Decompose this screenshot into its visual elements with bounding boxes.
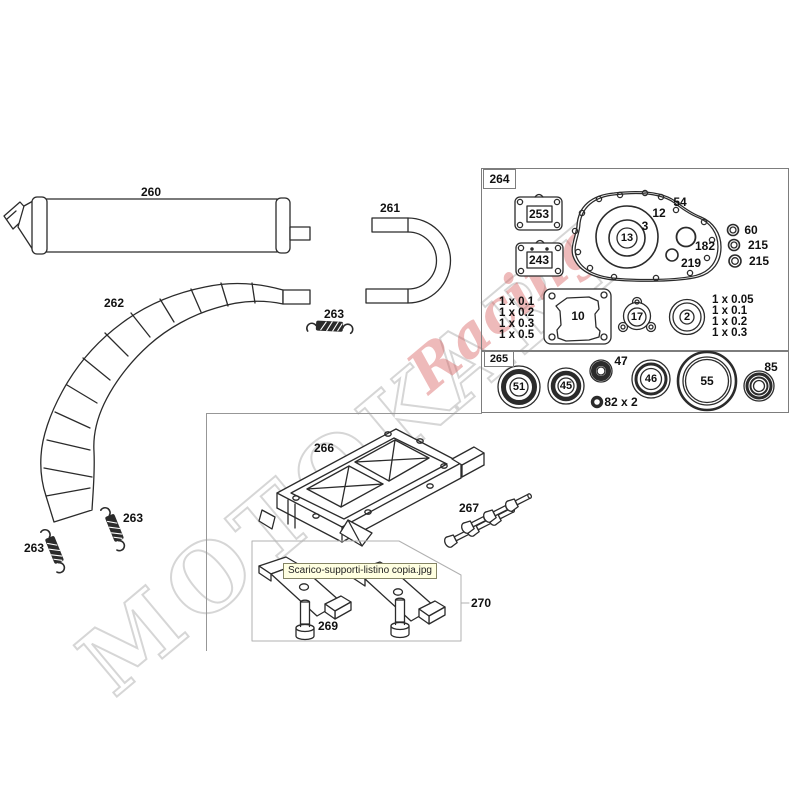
label-mount: 266 — [313, 441, 335, 455]
label-3: 3 — [641, 219, 649, 233]
label-182: 182 — [694, 239, 716, 253]
mount-plate-drawing — [258, 428, 485, 547]
dim-line: 1 x 0.2 — [499, 307, 535, 319]
spring-left — [39, 526, 69, 575]
label-47: 47 — [614, 354, 628, 368]
label-45: 45 — [559, 380, 573, 392]
silencer-drawing — [3, 196, 311, 255]
bracket-subsection-box — [251, 540, 470, 642]
seal-47-drawing — [589, 359, 613, 383]
label-brackets: 270 — [470, 596, 492, 610]
seal-51-drawing — [497, 365, 541, 409]
cylinder-gasket-thicknesses: 1 x 0.1 1 x 0.2 1 x 0.3 1 x 0.5 — [499, 296, 535, 341]
dim-line: 1 x 0.05 — [712, 294, 754, 306]
label-85: 85 — [764, 360, 778, 374]
label-spring-left: 263 — [23, 541, 45, 555]
seal-55-drawing — [676, 350, 738, 412]
label-219: 219 — [680, 256, 702, 270]
mount-section-box — [206, 413, 482, 651]
label-13: 13 — [620, 232, 634, 244]
screw-set-drawing — [442, 489, 535, 550]
seal-45-drawing — [547, 367, 585, 405]
seal-46-drawing — [631, 359, 671, 399]
label-215b: 215 — [748, 254, 770, 268]
label-10: 10 — [571, 309, 585, 323]
small-rings-drawing — [726, 223, 742, 268]
dim-line: 1 x 0.5 — [499, 329, 535, 341]
seal-kit-box-265 — [481, 350, 789, 413]
cover-gasket-drawing — [571, 189, 722, 282]
oring-82-drawing — [590, 395, 604, 409]
label-reed-gasket: 253 — [528, 207, 550, 221]
label-2: 2 — [683, 311, 691, 323]
exhaust-gasket-17-drawing — [617, 296, 657, 333]
elbow-pipe-drawing — [365, 217, 452, 304]
label-spring-mid: 263 — [122, 511, 144, 525]
spring-top — [305, 319, 354, 335]
label-215a: 215 — [747, 238, 769, 252]
seal-85-drawing — [743, 370, 775, 402]
label-55: 55 — [700, 374, 714, 388]
label-54: 54 — [673, 195, 687, 209]
cylinder-gasket-10-drawing — [543, 288, 612, 345]
label-reed-valve: 243 — [528, 253, 550, 267]
reed-gasket-253-drawing — [514, 193, 563, 231]
label-51: 51 — [512, 381, 526, 393]
label-46: 46 — [644, 373, 658, 385]
gasket-kit-box-264 — [481, 168, 789, 352]
label-silencer: 260 — [140, 185, 162, 199]
dim-line: 1 x 0.1 — [499, 296, 535, 308]
dim-line: 1 x 0.3 — [712, 327, 748, 339]
expansion-chamber-drawing — [40, 282, 311, 523]
dim-line: 1 x 0.1 — [712, 305, 748, 317]
label-60: 60 — [744, 223, 758, 237]
filename-tooltip: Scarico-supporti-listino copia.jpg — [283, 563, 437, 579]
label-17: 17 — [630, 311, 644, 323]
dim-line: 1 x 0.2 — [712, 316, 748, 328]
box-264-label: 264 — [483, 169, 516, 189]
label-spring-top: 263 — [323, 307, 345, 321]
reed-valve-243-drawing — [515, 239, 564, 277]
box-265-label: 265 — [484, 351, 514, 367]
label-screws: 267 — [458, 501, 480, 515]
label-82x2: 82 x 2 — [604, 395, 638, 409]
label-elbow: 261 — [379, 201, 401, 215]
dim-line: 1 x 0.3 — [499, 318, 535, 330]
label-bolt: 269 — [317, 619, 339, 633]
head-oring-thicknesses: 1 x 0.05 1 x 0.1 1 x 0.2 1 x 0.3 — [712, 294, 754, 339]
label-chamber: 262 — [103, 296, 125, 310]
label-12: 12 — [652, 206, 666, 220]
head-oring-2-drawing — [668, 298, 706, 336]
